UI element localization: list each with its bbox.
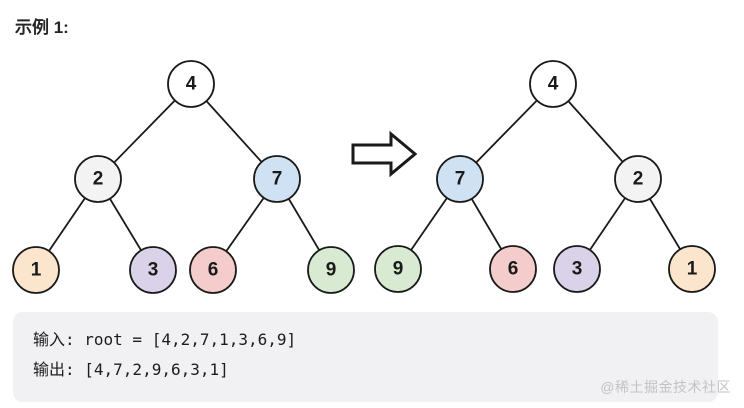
tree-node-9 [374, 245, 422, 293]
tree-node-label: 4 [186, 74, 197, 95]
example-title: 示例 1: [15, 18, 69, 37]
tree-node-label: 2 [633, 169, 644, 190]
tree-node-4 [529, 60, 577, 108]
tree-node-9 [307, 246, 355, 294]
tree-node-1 [12, 246, 60, 294]
tree-node-6 [189, 246, 237, 294]
tree-node-3 [553, 245, 601, 293]
tree-diagram: 4 2 7 1 3 6 9 4 7 2 9 6 3 1 [12, 60, 716, 294]
tree-node-label: 3 [572, 259, 583, 280]
watermark: @稀土掘金技术社区 [600, 379, 731, 395]
tree-node-label: 6 [508, 259, 519, 280]
tree-node-label: 9 [326, 260, 337, 281]
invert-arrow-icon [351, 130, 418, 178]
tree-node-3 [129, 246, 177, 294]
tree-node-label: 1 [31, 260, 42, 281]
tree-node-label: 7 [272, 169, 283, 190]
tree-node-6 [489, 245, 537, 293]
tree-node-label: 6 [208, 260, 219, 281]
tree-node-label: 3 [148, 260, 159, 281]
tree-node-1 [668, 245, 716, 293]
input-line: 输入: root = [4,2,7,1,3,6,9] [33, 330, 297, 349]
tree-node-label: 9 [393, 259, 404, 280]
tree-node-2 [614, 155, 662, 203]
tree-node-4 [167, 60, 215, 108]
tree-node-label: 7 [455, 169, 466, 190]
output-tree: 4 7 2 9 6 3 1 [374, 60, 716, 293]
tree-node-label: 4 [548, 74, 559, 95]
tree-node-label: 1 [687, 259, 698, 280]
input-tree: 4 2 7 1 3 6 9 [12, 60, 355, 294]
tree-node-label: 2 [93, 169, 104, 190]
tree-node-2 [74, 155, 122, 203]
output-line: 输出: [4,7,2,9,6,3,1] [33, 360, 229, 379]
example-code-block: 输入: root = [4,2,7,1,3,6,9] 输出: [4,7,2,9,… [13, 312, 718, 402]
tree-node-7 [253, 155, 301, 203]
tree-node-7 [436, 155, 484, 203]
